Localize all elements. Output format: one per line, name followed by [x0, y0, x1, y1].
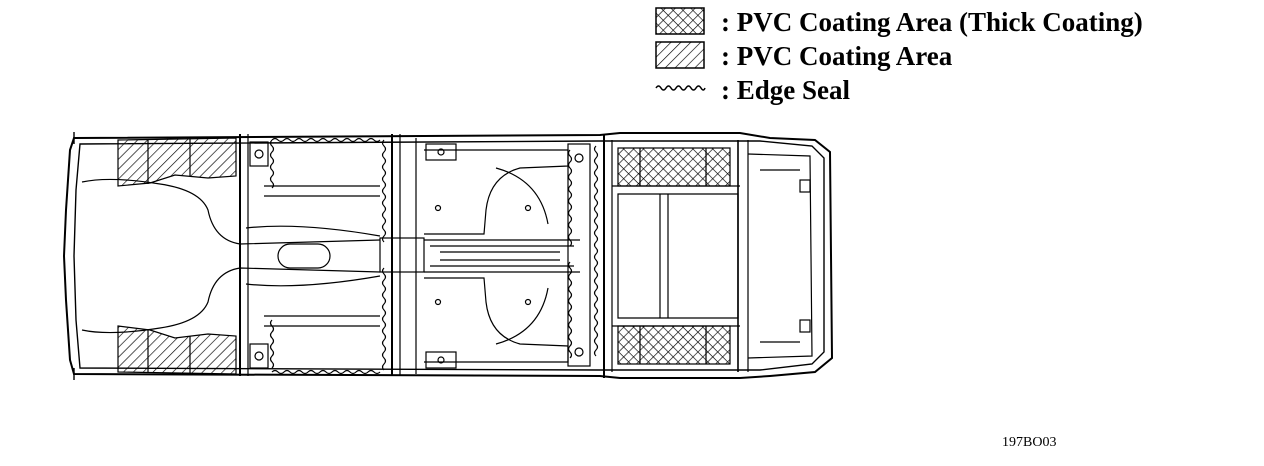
front-floor-structure	[603, 134, 813, 378]
figure-code: 197BO03	[1002, 435, 1056, 450]
legend-label-edge-seal: : Edge Seal	[721, 75, 851, 105]
mid-floor-structure	[379, 134, 591, 376]
legend-item-thick-coating: : PVC Coating Area (Thick Coating)	[655, 7, 1143, 37]
pvc-thick-coating-front-zones	[617, 147, 731, 365]
legend-label-thick-coating: : PVC Coating Area (Thick Coating)	[721, 7, 1143, 37]
legend-item-pvc-coating: : PVC Coating Area	[655, 41, 953, 71]
pvc-coating-rear-zones	[117, 137, 237, 375]
legend-item-edge-seal: : Edge Seal	[655, 75, 851, 105]
legend-label-pvc-coating: : PVC Coating Area	[721, 41, 953, 71]
crosshatch-swatch	[655, 7, 705, 35]
edge-seal-lines	[269, 137, 599, 375]
diagonal-hatch-swatch	[655, 41, 705, 69]
legend: : PVC Coating Area (Thick Coating) : PVC…	[655, 7, 1143, 105]
rear-floor-structure	[81, 134, 381, 376]
underbody-outline	[62, 132, 834, 380]
wavy-line-swatch	[655, 85, 706, 91]
